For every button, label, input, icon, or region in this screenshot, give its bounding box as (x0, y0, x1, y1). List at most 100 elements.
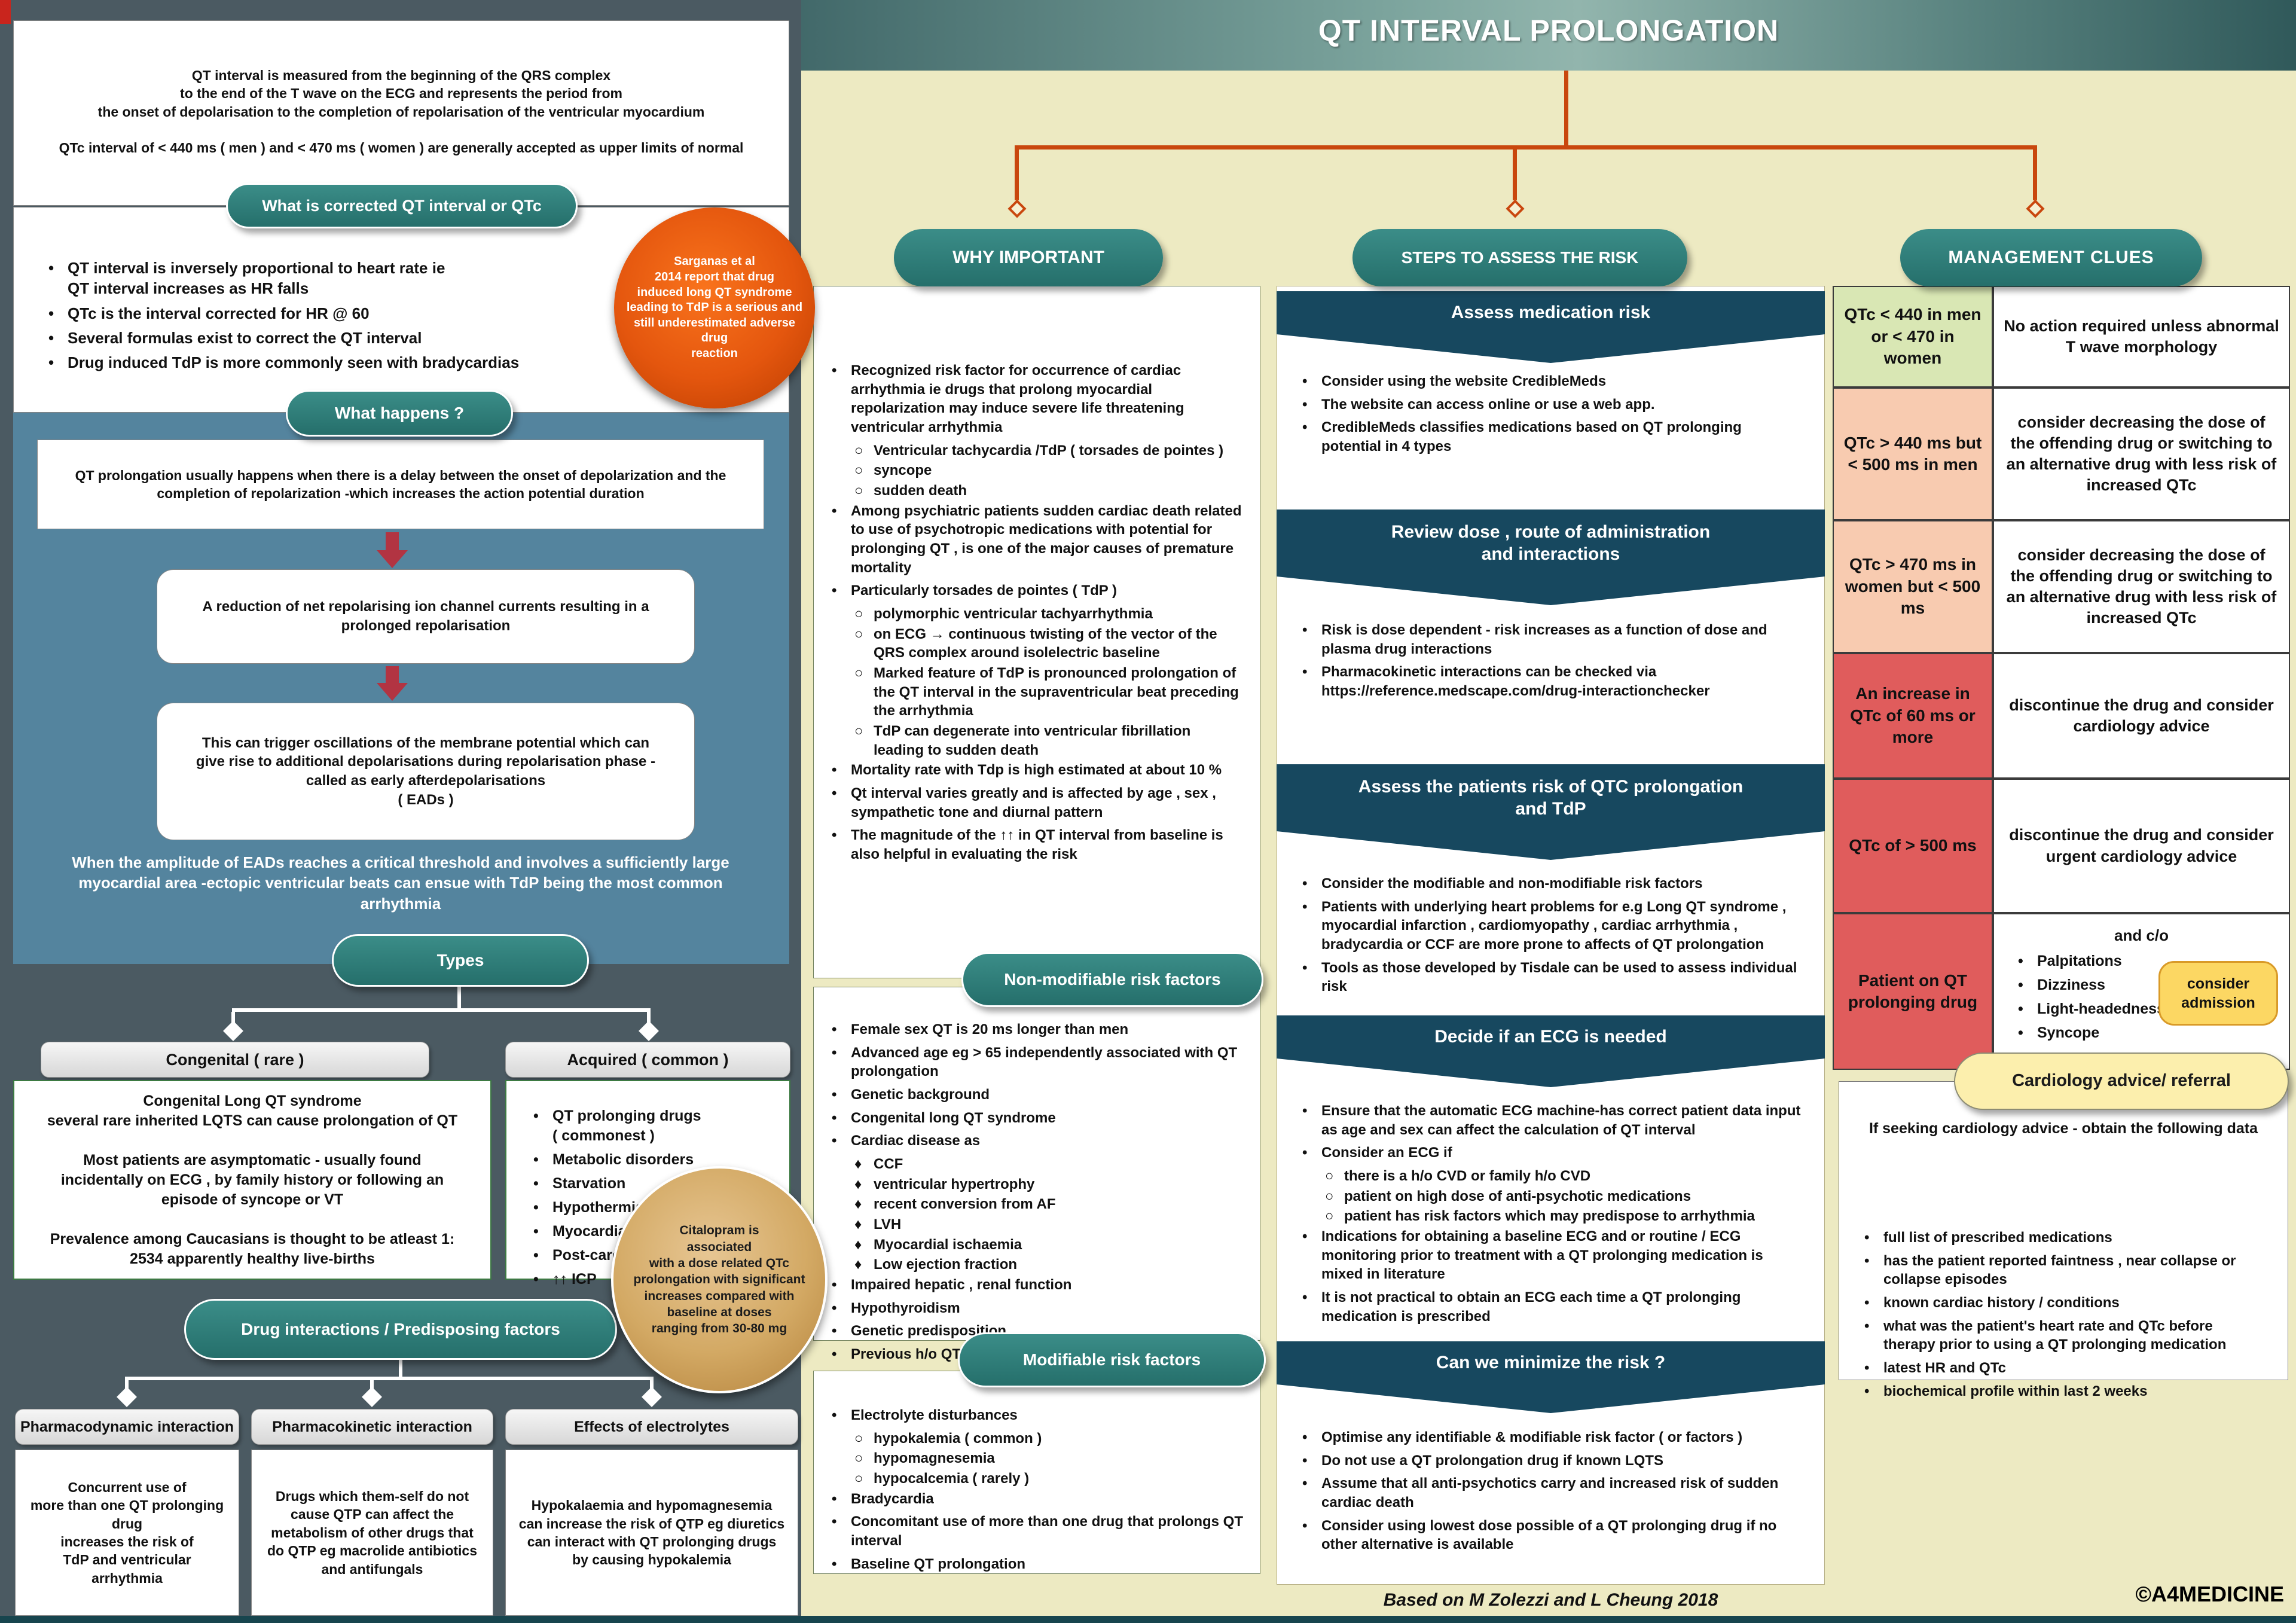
bullet-marker: • (1864, 1383, 1870, 1399)
pharmacodynamic-box: Concurrent use of more than one QT prolo… (15, 1450, 239, 1616)
management-row: An increase in QTc of 60 ms or more disc… (1833, 653, 2290, 779)
bullet-text: Drug induced TdP is more commonly seen w… (68, 353, 520, 372)
minimize-risk-banner: Can we minimize the risk ? (1277, 1341, 1825, 1384)
bullet-marker: • (1302, 396, 1308, 413)
bullet-item: •Female sex QT is 20 ms longer than men (832, 1020, 1244, 1039)
bullet-item: •Consider using lowest dose possible of … (1302, 1517, 1802, 1554)
bullet-marker: ○ (854, 442, 863, 459)
bullet-text: biochemical profile within last 2 weeks (1883, 1383, 2148, 1399)
down-arrow-icon (377, 683, 408, 701)
down-arrow-icon (386, 666, 399, 684)
pharmacodynamic-label: Pharmacodynamic interaction (15, 1409, 239, 1445)
bullet-text: there is a h/o CVD or family h/o CVD (1344, 1168, 1591, 1185)
why-important-box: •Recognized risk factor for occurrence o… (813, 286, 1260, 978)
bullet-marker: • (1302, 875, 1308, 892)
electrolytes-text: Hypokalaemia and hypomagnesemia can incr… (518, 1497, 785, 1568)
bullet-text: recent conversion from AF (874, 1196, 1056, 1213)
bullet-item: •Among psychiatric patients sudden cardi… (832, 502, 1244, 578)
bullet-text: The website can access online or use a w… (1321, 396, 1655, 413)
bullet-marker: • (1302, 1289, 1308, 1306)
what-happens-oval: What happens ? (286, 390, 513, 437)
bullet-item: •CredibleMeds classifies medications bas… (1302, 418, 1802, 456)
bullet-text: Dizziness (2037, 977, 2105, 993)
connector-line (647, 1012, 651, 1026)
bullet-marker: • (533, 1223, 539, 1240)
bullet-marker: ○ (1325, 1188, 1334, 1204)
bullet-marker: • (48, 328, 54, 347)
bullet-item: ○sudden death (854, 481, 1244, 501)
title-header-band (801, 0, 2296, 71)
bullet-item: •Palpitations (2018, 951, 2167, 971)
bullet-item: •↑↑ ICP (533, 1270, 773, 1289)
pharmacokinetic-label: Pharmacokinetic interaction (251, 1409, 493, 1445)
cardiology-heading: If seeking cardiology advice - obtain th… (1868, 1120, 2258, 1137)
congenital-box: Congenital Long QT syndrome several rare… (13, 1080, 491, 1280)
bullet-marker: • (1302, 622, 1308, 638)
bullet-item: •Patients with underlying heart problems… (1302, 898, 1802, 954)
ead-oscillation-box: This can trigger oscillations of the mem… (157, 703, 695, 840)
bullet-item: •latest HR and QTc (1864, 1359, 2265, 1378)
symptoms-list: •Palpitations•Dizziness•Light-headedness… (2018, 951, 2167, 1047)
bullet-marker: • (1864, 1252, 1870, 1269)
bullet-marker: • (1302, 419, 1308, 436)
bullet-marker: ○ (854, 606, 863, 623)
bullet-item: •Light-headedness (2018, 999, 2167, 1019)
management-criterion: QTc of > 500 ms (1833, 779, 1993, 913)
bullet-marker: • (1864, 1230, 1870, 1246)
bullet-marker: • (1302, 898, 1308, 915)
bullet-item: ○TdP can degenerate into ventricular fib… (854, 722, 1244, 759)
bullet-marker: • (1864, 1317, 1870, 1334)
bullet-marker: • (533, 1271, 539, 1288)
bullet-marker: • (832, 762, 837, 779)
bullet-marker: • (2018, 953, 2023, 969)
bullet-item: •Tools as those developed by Tisdale can… (1302, 959, 1802, 996)
cardiology-list: •full list of prescribed medications•has… (1864, 1228, 2265, 1401)
bullet-text: hypokalemia ( common ) (874, 1430, 1042, 1447)
connector-line (650, 1380, 654, 1392)
bullet-item: •Consider using the website CredibleMeds (1302, 372, 1802, 391)
acquired-label: Acquired ( common ) (505, 1042, 790, 1078)
bullet-marker: ♦ (854, 1176, 862, 1192)
bullet-item: ○polymorphic ventricular tachyarrhythmia (854, 605, 1244, 624)
bullet-text: known cardiac history / conditions (1883, 1295, 2120, 1311)
depolarization-delay-box: QT prolongation usually happens when the… (37, 440, 764, 529)
bullet-marker: • (1302, 1452, 1308, 1469)
bullet-item: •Indications for obtaining a baseline EC… (1302, 1227, 1802, 1284)
bullet-text: Syncope (2037, 1024, 2100, 1041)
bullet-marker: • (832, 1299, 837, 1316)
bullet-text: Metabolic disorders (552, 1151, 694, 1168)
bullet-item: • The website can access online or use a … (1302, 395, 1802, 414)
bullet-item: •Qt interval varies greatly and is affec… (832, 784, 1244, 822)
bullet-text: Several formulas exist to correct the QT… (68, 328, 422, 347)
bullet-marker: • (2018, 977, 2023, 993)
bullet-marker: • (832, 1490, 837, 1507)
bullet-marker: • (1864, 1360, 1870, 1377)
sarganas-note-text: Sarganas et al 2014 report that drug ind… (626, 255, 803, 360)
bullet-text: CCF (874, 1156, 903, 1173)
bullet-text: Genetic background (851, 1087, 990, 1103)
bullet-marker: ♦ (854, 1156, 862, 1173)
bullet-marker: ○ (854, 462, 863, 479)
bullet-marker: • (832, 1277, 837, 1293)
assess-medication-list: •Consider using the website CredibleMeds… (1302, 372, 1802, 460)
bullet-marker: • (2018, 1024, 2023, 1041)
steps-oval: STEPS TO ASSESS THE RISK (1352, 229, 1687, 286)
bullet-marker: ○ (854, 1450, 863, 1467)
connector-line (2033, 145, 2037, 200)
bullet-marker: ○ (854, 483, 863, 499)
sarganas-note-circle: Sarganas et al 2014 report that drug ind… (614, 208, 815, 408)
why-important-list: •Recognized risk factor for occurrence o… (832, 361, 1244, 868)
bullet-item: ○on ECG → continuous twisting of the vec… (854, 625, 1244, 663)
bullet-marker: • (832, 1514, 837, 1530)
qtc-limits-text: QTc interval of < 440 ms ( men ) and < 4… (59, 140, 744, 156)
management-action: discontinue the drug and consider urgent… (1993, 779, 2290, 913)
bullet-item: •Pharmacokinetic interactions can be che… (1302, 663, 1802, 700)
assess-patient-risk-list: •Consider the modifiable and non-modifia… (1302, 874, 1802, 1000)
bullet-item: •Assume that all anti-psychotics carry a… (1302, 1474, 1802, 1512)
management-row: Patient on QT prolonging drug and c/o •P… (1833, 913, 2290, 1070)
modifiable-oval: Modifiable risk factors (958, 1332, 1266, 1387)
bullet-item: ○Marked feature of TdP is pronounced pro… (854, 664, 1244, 721)
bullet-item: •It is not practical to obtain an ECG ea… (1302, 1288, 1802, 1326)
bullet-marker: • (832, 1407, 837, 1423)
types-oval: Types (332, 934, 589, 987)
